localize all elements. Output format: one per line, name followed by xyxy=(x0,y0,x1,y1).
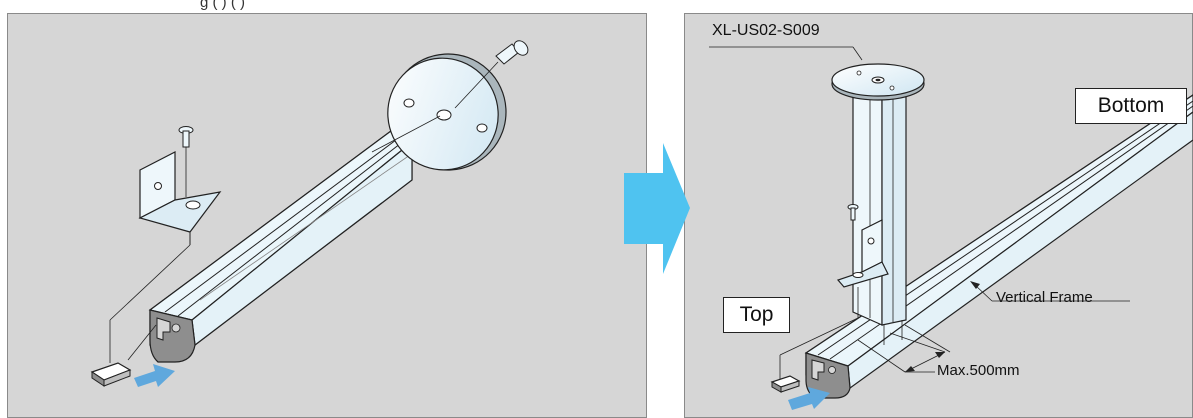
transition-arrow xyxy=(624,143,690,274)
left-bracket-screw xyxy=(178,126,194,197)
left-angle-bracket xyxy=(138,151,222,245)
part-number-label: XL-US02-S009 xyxy=(712,22,820,39)
right-post-assembly xyxy=(831,63,925,326)
bottom-label: Bottom xyxy=(1075,88,1187,124)
top-label: Top xyxy=(723,297,790,333)
left-slot-nut xyxy=(90,362,132,387)
right-bracket-screw xyxy=(847,204,859,248)
header-fragment: g ( ) ( ) xyxy=(200,0,245,11)
right-push-arrow xyxy=(788,387,830,410)
vertical-frame-label: Vertical Frame xyxy=(996,289,1093,306)
right-panel xyxy=(684,13,1193,418)
right-slot-nut xyxy=(770,375,801,393)
left-base-plate xyxy=(387,53,507,171)
max-distance-label: Max.500mm xyxy=(937,362,1020,379)
left-plate-screw xyxy=(495,40,529,65)
left-profile xyxy=(148,127,413,363)
left-push-arrow xyxy=(134,364,175,387)
